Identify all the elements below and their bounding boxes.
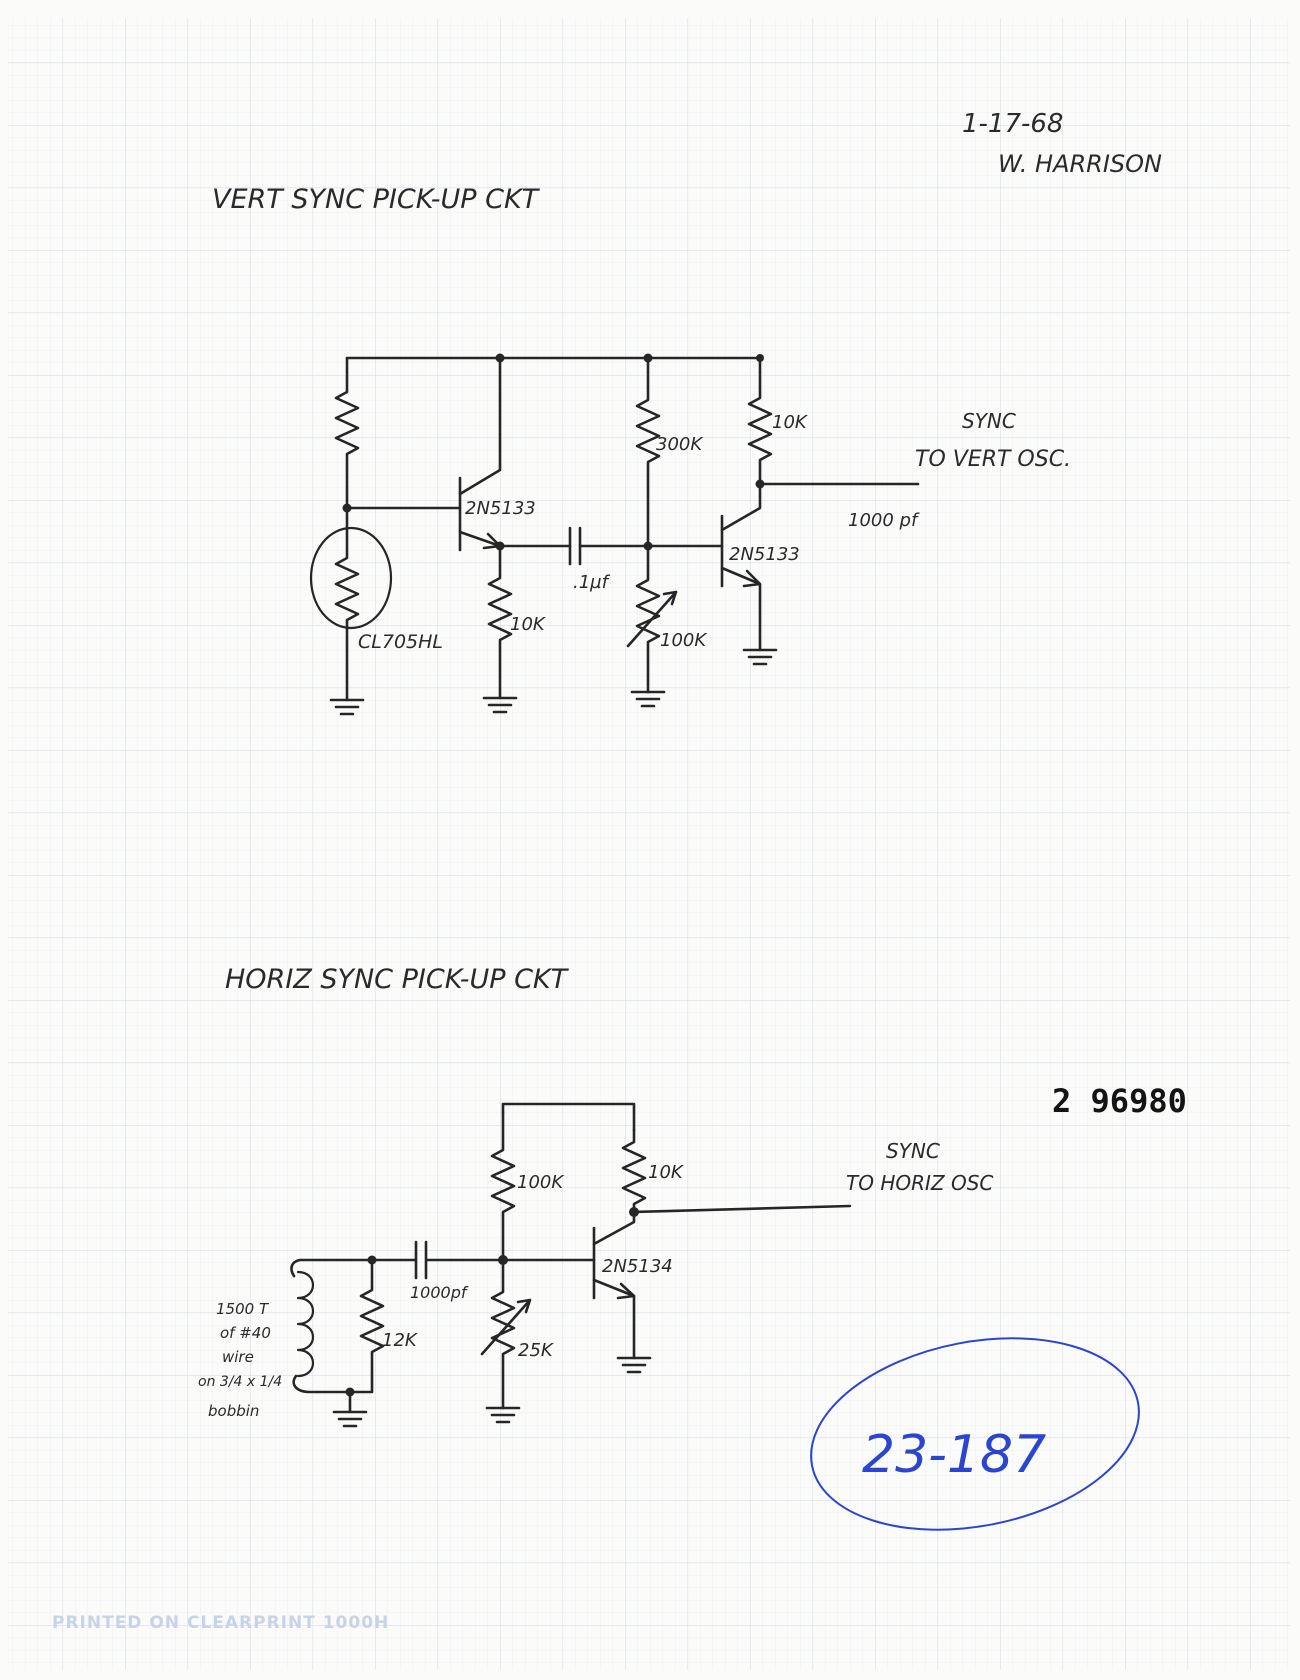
date-text: 1-17-68 — [962, 109, 1063, 139]
coil-note-line3: wire — [222, 1348, 254, 1366]
vert-collector-resistor-label: 10K — [772, 412, 808, 433]
coil-note-line5: bobbin — [208, 1402, 259, 1420]
transistor-2-label: 2N5133 — [729, 544, 800, 565]
horiz-collector-resistor-label: 10K — [648, 1162, 684, 1183]
vert-dest-label: TO VERT OSC. — [915, 447, 1071, 472]
horiz-transistor-label: 2N5134 — [602, 1256, 673, 1277]
horiz-sync-label: SYNC — [886, 1139, 940, 1163]
vert-sync-label: SYNC — [962, 409, 1016, 433]
horiz-dest-label: TO HORIZ OSC — [846, 1171, 993, 1195]
blue-oval — [810, 1337, 1140, 1531]
coil-note-line2: of #40 — [220, 1324, 271, 1342]
horiz-bias-resistor-label: 100K — [517, 1172, 564, 1193]
bias-resistor-label: 300K — [656, 434, 703, 455]
horiz-title: HORIZ SYNC PICK-UP CKT — [225, 964, 570, 995]
grid — [8, 18, 1290, 1670]
stamp-number: 2 96980 — [1052, 1082, 1187, 1120]
horiz-pot-label: 25K — [518, 1340, 554, 1361]
horiz-cap-label: 1000pf — [410, 1283, 469, 1302]
coil-note-line1: 1500 T — [216, 1300, 270, 1318]
horiz-sync-circuit: HORIZ SYNC PICK-UP CKT 100K 10K 12K 1000… — [198, 964, 993, 1428]
author-text: W. HARRISON — [998, 150, 1162, 178]
vert-output-cap-label: 1000 pf — [848, 510, 920, 531]
transistor-1-label: 2N5133 — [465, 498, 536, 519]
shunt-resistor-label: 12K — [382, 1330, 418, 1351]
vert-sync-circuit: VERT SYNC PICK-UP CKT CL705HL 2N5133 10K — [212, 184, 1071, 716]
emitter-resistor-label: 10K — [510, 614, 546, 635]
photocell-label: CL705HL — [358, 631, 443, 653]
vert-pot-label: 100K — [660, 630, 707, 651]
footer-print: PRINTED ON CLEARPRINT 1000H — [52, 1613, 389, 1633]
photocell-envelope — [309, 526, 393, 630]
vert-title: VERT SYNC PICK-UP CKT — [212, 184, 541, 215]
blue-handwritten-number: 23-187 — [862, 1425, 1046, 1485]
vert-cap-label: .1µf — [573, 572, 611, 593]
coil-note-line4: on 3/4 x 1/4 — [198, 1374, 282, 1390]
